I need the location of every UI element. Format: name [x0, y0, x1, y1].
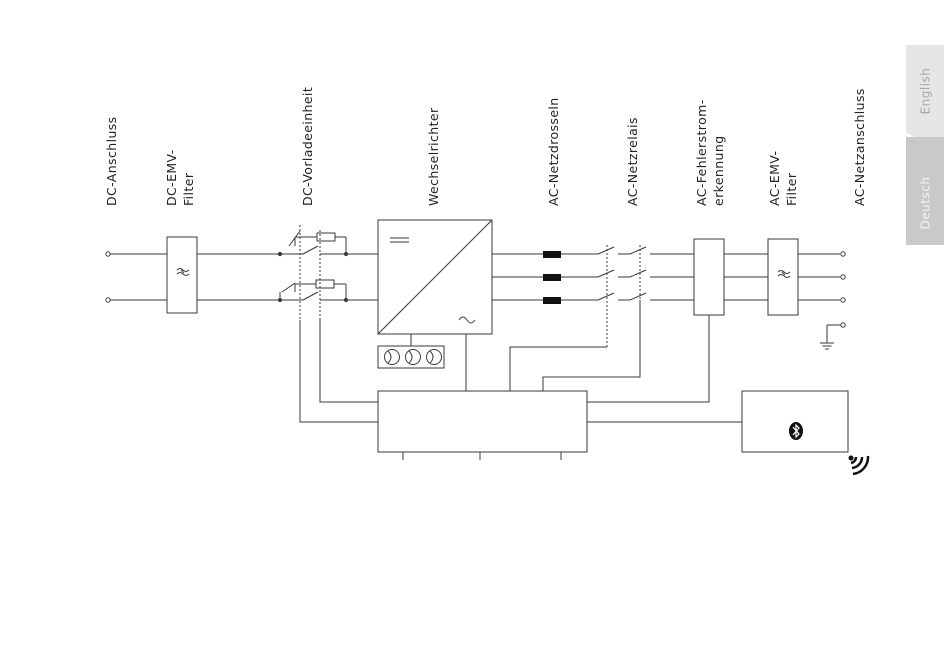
dc-input-lines — [110, 254, 280, 300]
language-tab-deutsch-label: Deutsch — [918, 177, 932, 230]
label-inverter: Wechselrichter — [425, 107, 442, 206]
ac-terminal-l1 — [841, 252, 845, 256]
dc-terminal-plus — [106, 252, 110, 256]
language-tab-deutsch[interactable]: Deutsch — [906, 137, 944, 245]
dc-terminal-minus — [106, 298, 110, 302]
label-ac-grid: AC-Netzanschluss — [851, 88, 868, 206]
ac-terminal-l2 — [841, 275, 845, 279]
inverter-symbols — [390, 238, 475, 323]
label-dc-emc-filter: DC-EMV- Filter — [163, 149, 197, 206]
precharge-resistor-bottom — [316, 280, 334, 288]
ac-terminal-l3 — [841, 298, 845, 302]
label-dc-connection: DC-Anschluss — [103, 116, 120, 206]
label-ac-emc-filter: AC-EMV- Filter — [766, 151, 800, 206]
communication-module — [742, 391, 848, 452]
wireless-signal-icon — [849, 456, 869, 475]
label-ac-relays: AC-Netzrelais — [624, 117, 641, 206]
filter-symbols — [177, 269, 790, 278]
label-dc-precharge: DC-Vorladeeinheit — [299, 87, 316, 206]
ground-icon — [820, 325, 841, 349]
ac-terminal-pe — [841, 323, 845, 327]
control-unit — [378, 391, 587, 452]
language-tab-english-label: English — [918, 68, 932, 115]
ac-relays — [598, 245, 646, 347]
ac-rcd-box — [694, 239, 724, 315]
inverter-block — [378, 220, 492, 334]
ac-chokes — [543, 251, 561, 304]
bluetooth-icon — [789, 422, 803, 440]
control-wiring — [300, 300, 742, 422]
control-unit-pins — [403, 452, 561, 460]
label-ac-rcd: AC-Fehlerstrom- erkennung — [693, 99, 727, 206]
label-ac-chokes: AC-Netzdrosseln — [545, 97, 562, 206]
dc-emc-filter-box — [167, 237, 197, 313]
fan-icon — [385, 350, 442, 365]
ac-emc-filter-box — [768, 239, 798, 315]
